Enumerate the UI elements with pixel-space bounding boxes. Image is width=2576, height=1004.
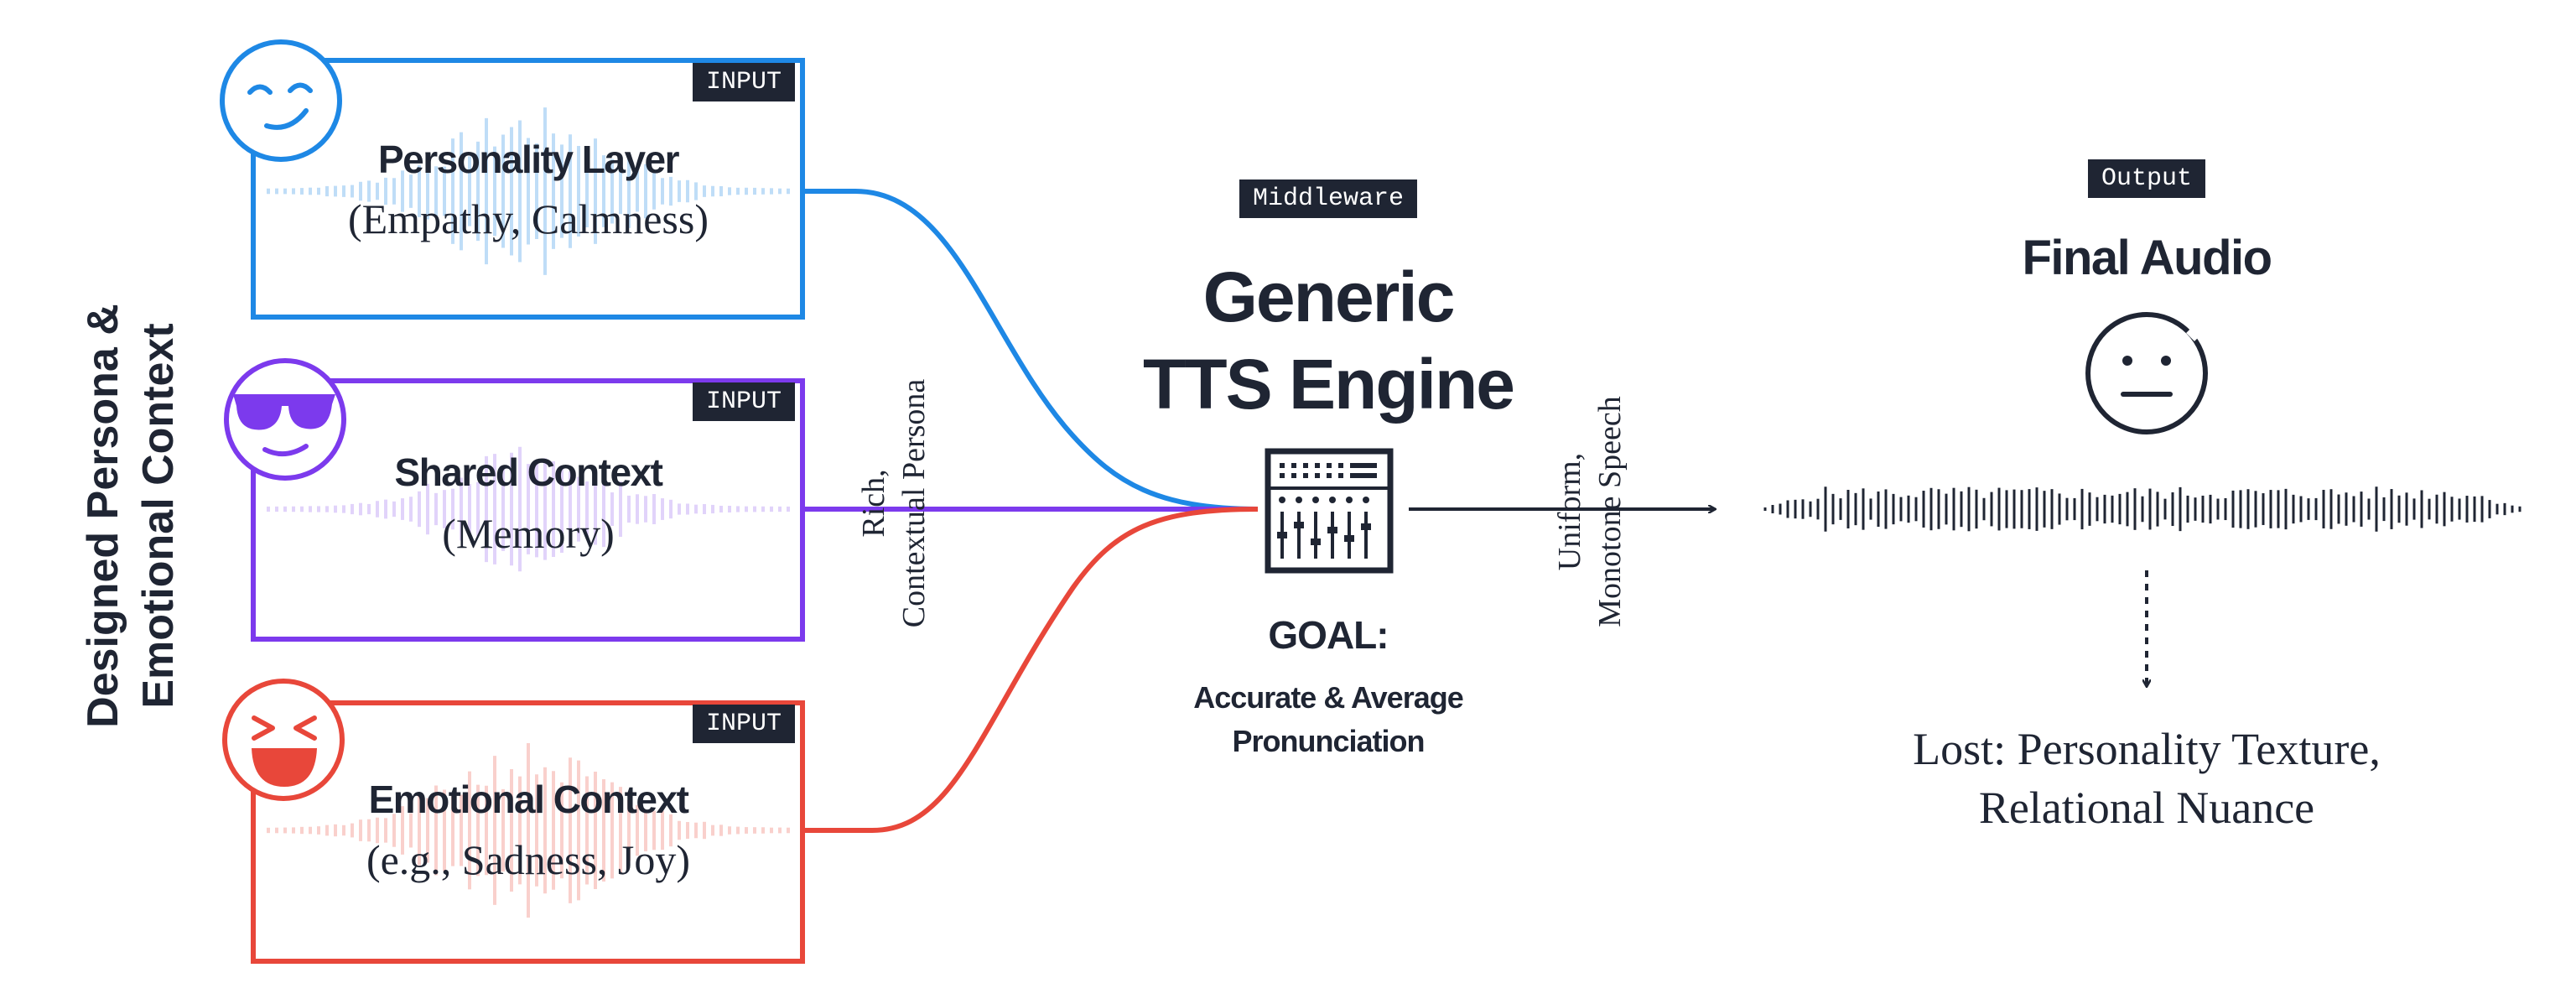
red-connector <box>802 507 1259 833</box>
shared-context-title: Shared Context <box>394 450 663 494</box>
emotional-context-title: Emotional Context <box>368 778 689 821</box>
connector-label: Rich, Contextual Persona <box>856 378 932 628</box>
sunglasses-face-icon <box>224 358 346 481</box>
mixer-console-icon <box>1265 448 1394 574</box>
emotional-context-subtitle: (e.g., Sadness, Joy) <box>366 836 691 883</box>
smirk-face-icon <box>220 39 342 162</box>
emotional-waveform <box>267 742 790 918</box>
final-audio-waveform <box>1763 486 2521 532</box>
laughing-face-icon <box>222 679 345 801</box>
output-tag: Output <box>2087 159 2206 198</box>
tts-engine-title: Generic TTS Engine <box>1143 258 1515 424</box>
shared-context-input-tag: INPUT <box>693 382 796 421</box>
neutral-face-icon <box>2085 312 2208 434</box>
blue-connector <box>802 189 1259 512</box>
shared-context-subtitle: (Memory) <box>442 510 615 557</box>
lost-text: Lost: Personality Texture, Relational Nu… <box>1913 724 2381 833</box>
middleware-tag: Middleware <box>1239 179 1418 218</box>
personality-waveform <box>267 107 790 275</box>
side-label: Designed Persona & Emotional Context <box>79 304 183 728</box>
final-audio-title: Final Audio <box>2022 231 2272 285</box>
personality-layer-title: Personality Layer <box>377 138 680 181</box>
personality-layer-subtitle: (Empathy, Calmness) <box>347 195 709 242</box>
speech-label: Uniform, Monotone Speech <box>1552 396 1628 627</box>
personality-input-tag: INPUT <box>693 63 796 101</box>
shared-context-waveform <box>267 446 790 572</box>
goal-label: GOAL: <box>1268 613 1389 657</box>
emotional-context-input-tag: INPUT <box>693 705 796 743</box>
goal-text: Accurate & Average Pronunciation <box>1193 680 1463 758</box>
